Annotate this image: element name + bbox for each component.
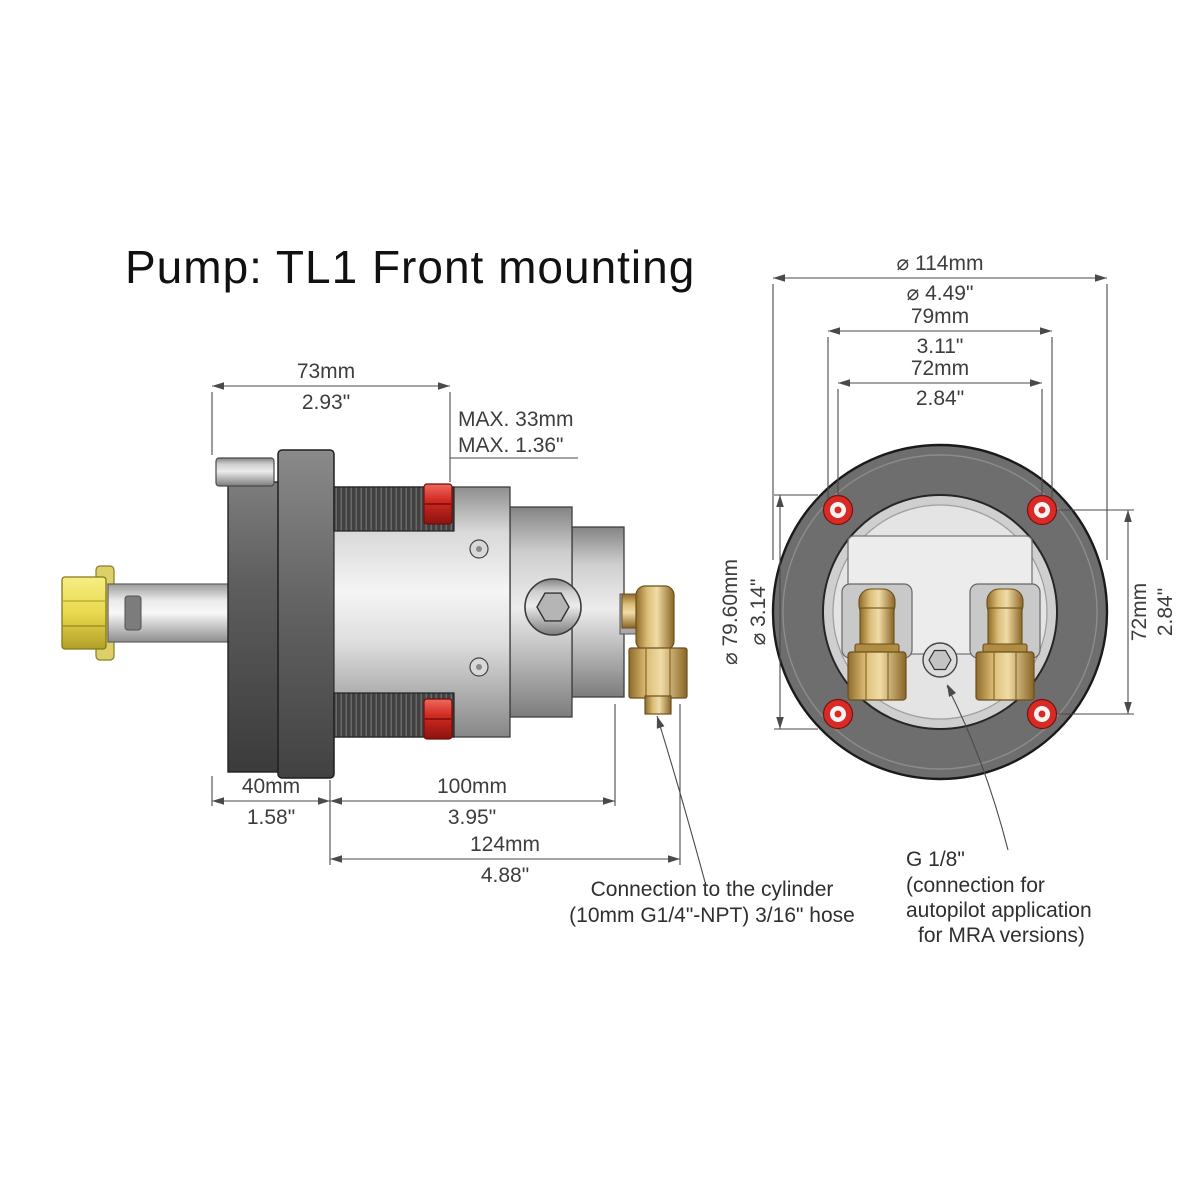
mounting-flange bbox=[277, 449, 335, 779]
dim-79-inch: 3.11" bbox=[917, 335, 964, 358]
mounting-hole-bottom-left bbox=[822, 698, 854, 730]
connection-note-line2: (10mm G1/4"-NPT) 3/16" hose bbox=[569, 904, 855, 927]
dim-72h-inch: 2.84" bbox=[916, 387, 964, 410]
dim-overall-length: 124mm 4.88" bbox=[330, 704, 681, 887]
filler-cap bbox=[215, 457, 275, 487]
dim-hole-pitch-vertical: 72mm 2.84" bbox=[1058, 509, 1177, 715]
dim-124-inch: 4.88" bbox=[481, 864, 529, 887]
dim-73-inch: 2.93" bbox=[302, 391, 350, 414]
dim-114-mm: ⌀ 114mm bbox=[897, 252, 984, 275]
mounting-hole-top-left bbox=[822, 494, 854, 526]
dim-body-length: 100mm 3.95" bbox=[330, 704, 616, 829]
autopilot-note-line3: autopilot application bbox=[906, 899, 1092, 922]
autopilot-note: G 1/8" (connection for autopilot applica… bbox=[906, 684, 1092, 947]
dim-124-mm: 124mm bbox=[470, 833, 540, 856]
dim-bore-diameter: ⌀ 79.60mm ⌀ 3.14" bbox=[719, 494, 818, 730]
red-clamp-bottom bbox=[423, 698, 453, 740]
dim-73-mm: 73mm bbox=[297, 360, 355, 383]
dim-40-mm: 40mm bbox=[242, 775, 300, 798]
hose-fitting bbox=[619, 585, 688, 715]
shaft-nut bbox=[61, 576, 107, 650]
mounting-hole-top-right bbox=[1026, 494, 1058, 526]
page-title: Pump: TL1 Front mounting bbox=[125, 241, 695, 293]
dim-hole-pitch-horizontal: 72mm 2.84" bbox=[837, 357, 1043, 496]
autopilot-port-hex bbox=[922, 642, 958, 678]
dim-max33-inch: MAX. 1.36" bbox=[458, 434, 564, 457]
dim-rear-depth: 40mm 1.58" bbox=[211, 775, 331, 865]
dim-79-mm: 79mm bbox=[911, 305, 969, 328]
body-screw-top bbox=[469, 539, 489, 559]
dim-bore-mm: ⌀ 79.60mm bbox=[719, 559, 742, 665]
dim-72v-inch: 2.84" bbox=[1154, 588, 1177, 636]
autopilot-note-line4: for MRA versions) bbox=[918, 924, 1085, 947]
rear-housing bbox=[227, 481, 283, 773]
side-view: 73mm 2.93" MAX. 33mm MAX. 1.36" 40mm 1.5… bbox=[61, 360, 855, 927]
hex-plug bbox=[524, 578, 582, 636]
dim-flange-width: 73mm 2.93" bbox=[211, 360, 451, 482]
dim-bore-inch: ⌀ 3.14" bbox=[747, 579, 770, 646]
dim-max33-mm: MAX. 33mm bbox=[458, 408, 574, 431]
dim-114-inch: ⌀ 4.49" bbox=[907, 282, 974, 305]
autopilot-note-line2: (connection for bbox=[906, 874, 1045, 897]
dim-hole-span: 79mm 3.11" bbox=[827, 305, 1053, 498]
dim-72v-mm: 72mm bbox=[1128, 583, 1151, 641]
mounting-hole-bottom-right bbox=[1026, 698, 1058, 730]
front-view: ⌀ 114mm ⌀ 4.49" 79mm 3.11" 72mm 2.84" bbox=[719, 252, 1177, 947]
dim-72h-mm: 72mm bbox=[911, 357, 969, 380]
dim-100-mm: 100mm bbox=[437, 775, 507, 798]
flange-chamfer bbox=[782, 454, 1098, 770]
cylinder-connection-note: Connection to the cylinder (10mm G1/4"-N… bbox=[569, 715, 855, 927]
body-screw-bottom bbox=[469, 657, 489, 677]
dim-max-panel: MAX. 33mm MAX. 1.36" bbox=[450, 408, 578, 459]
autopilot-note-line1: G 1/8" bbox=[906, 848, 965, 871]
dim-100-inch: 3.95" bbox=[448, 806, 496, 829]
shaft-keyway bbox=[124, 595, 142, 631]
red-clamp-top bbox=[423, 483, 453, 525]
dim-outer-diameter: ⌀ 114mm ⌀ 4.49" bbox=[772, 252, 1108, 560]
port-fitting-right bbox=[975, 588, 1035, 701]
dim-40-inch: 1.58" bbox=[247, 806, 295, 829]
connection-note-line1: Connection to the cylinder bbox=[591, 878, 834, 901]
port-fitting-left bbox=[847, 588, 907, 701]
